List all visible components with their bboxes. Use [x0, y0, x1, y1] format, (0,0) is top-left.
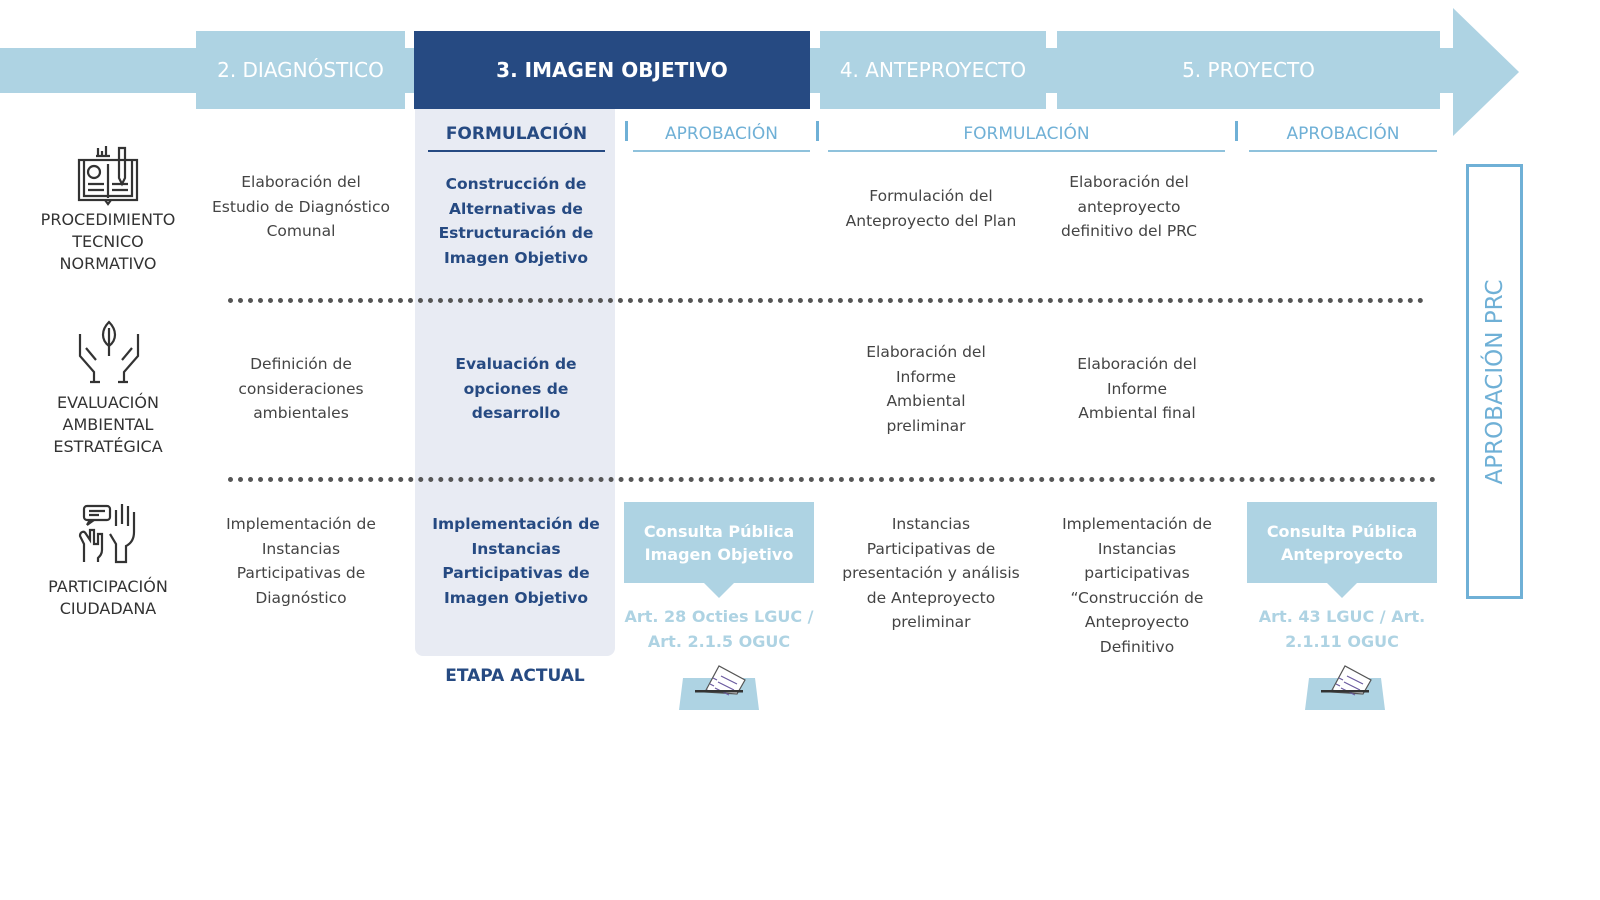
aprobacion-prc-label: APROBACIÓN PRC	[1481, 278, 1508, 485]
raised-hands-icon	[78, 504, 136, 564]
ballot-box-icon	[679, 665, 759, 710]
cell-proyecto-pc: Implementación de Instancias participati…	[1062, 515, 1212, 656]
separator	[1235, 121, 1238, 141]
phase-diagnostico: 2. DIAGNÓSTICO	[196, 31, 405, 109]
current-stage-column	[415, 109, 615, 656]
cell-imagen-ptn: Construcción de Alternativas de Estructu…	[438, 175, 594, 267]
cell-diagnostico-ptn: Elaboración del Estudio de Diagnóstico C…	[212, 173, 390, 240]
separator	[816, 121, 819, 141]
book-pencil-icon	[77, 146, 139, 206]
aprobacion-prc-box: APROBACIÓN PRC	[1466, 164, 1523, 599]
subphase-formulacion-ap: FORMULACIÓN	[828, 118, 1225, 152]
hands-leaf-icon	[78, 320, 140, 384]
separator	[625, 121, 628, 141]
consulta-publica-anteproyecto: Consulta Pública Anteproyecto	[1247, 502, 1437, 598]
cell-diagnostico-pc: Implementación de Instancias Participati…	[226, 515, 376, 607]
cell-diagnostico-eae: Definición de consideraciones ambientale…	[238, 355, 364, 422]
row-divider	[228, 298, 1424, 303]
timeline-arrow-head	[1453, 8, 1519, 136]
row-label-procedimiento: PROCEDIMIENTO TECNICO NORMATIVO	[40, 210, 176, 273]
cell-anteproyecto-ptn: Formulación del Anteproyecto del Plan	[845, 187, 1017, 230]
ballot-box-icon	[1305, 665, 1385, 710]
cell-proyecto-ptn: Elaboración del anteproyecto definitivo …	[1060, 173, 1197, 240]
row-label-evaluacion: EVALUACIÓN AMBIENTAL ESTRATÉGICA	[53, 393, 163, 456]
subphase-aprobacion-io: APROBACIÓN	[633, 118, 810, 152]
cell-anteproyecto-pc: Instancias Participativas de presentació…	[842, 515, 1020, 631]
phase-imagen-objetivo: 3. IMAGEN OBJETIVO	[414, 31, 810, 109]
cell-imagen-eae: Evaluación de opciones de desarrollo	[455, 355, 577, 422]
row-divider	[228, 477, 1436, 482]
subphase-formulacion-io: FORMULACIÓN	[428, 118, 605, 152]
row-label-participacion: PARTICIPACIÓN CIUDADANA	[48, 577, 168, 618]
subphase-aprobacion-ap: APROBACIÓN	[1249, 118, 1437, 152]
cell-proyecto-eae: Elaboración del Informe Ambiental final	[1077, 355, 1197, 422]
etapa-actual-label: ETAPA ACTUAL	[445, 666, 585, 686]
cell-anteproyecto-eae: Elaboración del Informe Ambiental prelim…	[866, 343, 986, 435]
cell-imagen-pc: Implementación de Instancias Participati…	[432, 515, 600, 607]
law-reference-anteproyecto: Art. 43 LGUC / Art. 2.1.11 OGUC	[1258, 607, 1426, 651]
phase-anteproyecto: 4. ANTEPROYECTO	[820, 31, 1046, 109]
consulta-publica-imagen-objetivo: Consulta Pública Imagen Objetivo	[624, 502, 814, 598]
law-reference-imagen: Art. 28 Octies LGUC / Art. 2.1.5 OGUC	[624, 607, 814, 651]
phase-proyecto: 5. PROYECTO	[1057, 31, 1440, 109]
